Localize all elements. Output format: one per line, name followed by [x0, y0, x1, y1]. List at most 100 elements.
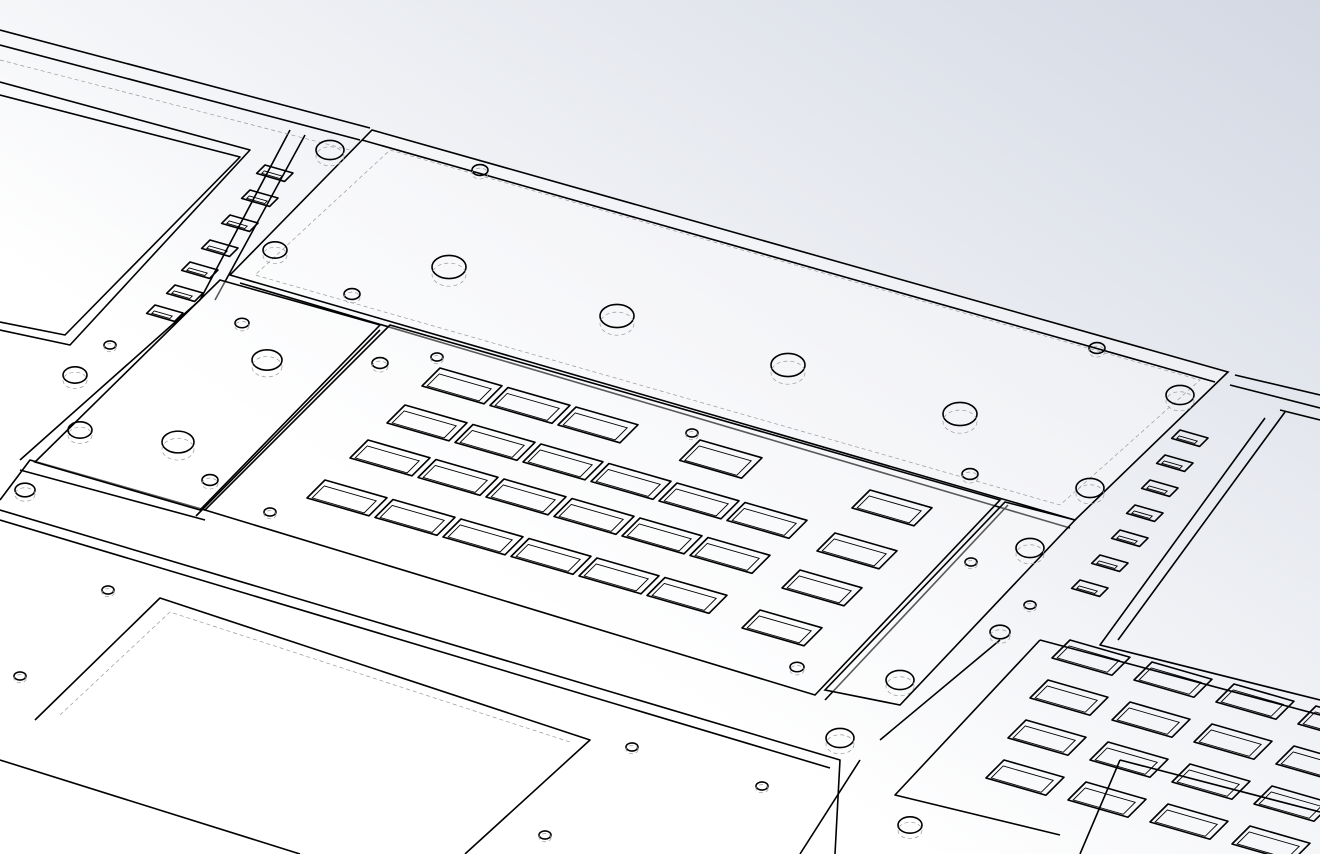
connector-slot-left	[255, 164, 294, 183]
lower-keypad-key-inner-edge	[1094, 747, 1159, 775]
lower-keypad-key-inner-edge	[1176, 769, 1241, 797]
key-cutouts	[145, 164, 1320, 854]
keypad-key	[374, 498, 456, 537]
hole-hidden-edge	[599, 311, 635, 336]
connector-slot-right-inner-edge	[1095, 560, 1119, 570]
connector-slot-right	[1140, 479, 1179, 498]
hole-hidden-edge	[430, 355, 444, 365]
lower-keypad-key-inner-edge	[1138, 667, 1203, 695]
hole-hidden-edge	[755, 784, 769, 794]
hole	[161, 430, 195, 454]
hole	[942, 401, 978, 427]
hole-hidden-edge	[885, 676, 915, 697]
lower-keypad-key	[1231, 825, 1311, 854]
lower-keypad-key-inner-edge	[990, 765, 1055, 793]
hole	[770, 352, 806, 378]
function-key	[851, 489, 933, 527]
hole	[67, 421, 93, 439]
hole-hidden-edge	[343, 291, 361, 304]
lower-keypad-key	[985, 759, 1065, 797]
keypad-key-square	[678, 439, 763, 479]
keypad-key	[442, 518, 524, 556]
lower-keypad-key	[1007, 719, 1087, 757]
hole-hidden-edge	[1075, 484, 1105, 505]
hole-hidden-edge	[989, 629, 1011, 644]
keypad-key	[386, 404, 468, 442]
connector-slot-right	[1170, 429, 1209, 448]
keypad-key	[349, 439, 431, 477]
keypad-key-inner-edge	[562, 412, 629, 441]
hole-hidden-edge	[315, 146, 345, 167]
hole-hidden-edge	[770, 360, 806, 385]
hole	[625, 742, 639, 752]
keypad-key	[646, 576, 728, 615]
hole	[201, 473, 219, 487]
lower-keypad-key-inner-edge	[1056, 645, 1121, 673]
lower-keypad-key-inner-edge	[1258, 791, 1320, 819]
keypad-key	[421, 367, 503, 405]
keypad-key	[522, 443, 604, 481]
keypad-key	[306, 479, 388, 517]
keypad-key	[689, 536, 771, 575]
hole-hidden-edge	[14, 487, 36, 502]
function-key-inner-edge	[786, 575, 853, 604]
lower-keypad-key	[1297, 705, 1320, 732]
hole	[1023, 600, 1037, 610]
hole-hidden-edge	[62, 371, 88, 389]
hole	[343, 287, 361, 301]
lower-keypad-key	[1275, 745, 1320, 778]
connector-slot-left-inner-edge	[225, 220, 249, 230]
function-key	[781, 569, 863, 607]
connector-slot-right	[1110, 529, 1149, 548]
lower-keypad-key-inner-edge	[1236, 831, 1301, 854]
lower-keypad-key-inner-edge	[1012, 725, 1077, 753]
keypad-key-inner-edge	[558, 503, 625, 532]
left-small-plate	[33, 279, 382, 511]
connector-slot-left	[200, 239, 239, 258]
lower-keypad-key	[1051, 639, 1131, 677]
keypad-key	[489, 386, 571, 425]
hole-hidden-edge	[1023, 603, 1037, 613]
hole-hidden-edge	[161, 437, 195, 461]
lower-keypad-key	[1067, 781, 1147, 819]
connector-slot-left	[180, 261, 219, 280]
hole	[103, 340, 117, 350]
right-keypad-frame	[799, 639, 1320, 854]
hole-hidden-edge	[371, 360, 389, 373]
keypad-key-inner-edge	[354, 445, 421, 474]
keypad-key	[417, 458, 499, 497]
hole	[964, 557, 978, 567]
hole	[685, 428, 699, 438]
keypad-key-inner-edge	[527, 449, 594, 478]
keypad-key	[553, 497, 635, 536]
hole-hidden-edge	[101, 588, 115, 598]
lower-keypad-key	[1029, 679, 1109, 717]
hole	[62, 366, 88, 384]
hole	[263, 507, 277, 517]
hole	[1165, 384, 1195, 406]
hole	[989, 624, 1011, 640]
keypad-key-inner-edge	[515, 543, 582, 572]
lower-keypad-key-inner-edge	[1302, 711, 1320, 730]
keypad-key-inner-edge	[311, 485, 378, 514]
hole	[430, 352, 444, 362]
function-key	[816, 532, 898, 570]
lower-keypad-key	[1133, 661, 1213, 699]
function-key-inner-edge	[746, 615, 813, 644]
connector-slot-right	[1155, 454, 1194, 473]
connector-slot-left-inner-edge	[245, 195, 269, 205]
keypad-key-inner-edge	[626, 523, 693, 552]
bottom-plate	[0, 509, 841, 854]
lower-keypad-key-inner-edge	[1280, 751, 1320, 776]
connector-slot-right	[1070, 579, 1109, 598]
lower-keypad-key-inner-edge	[1072, 787, 1137, 815]
hole-hidden-edge	[942, 409, 978, 434]
keypad-key-inner-edge	[595, 468, 662, 497]
hole	[13, 671, 27, 681]
hole-hidden-edge	[1015, 544, 1045, 565]
display-cutout-bottom	[34, 597, 591, 854]
hole-hidden-edge	[685, 431, 699, 441]
keypad-key-inner-edge	[731, 507, 798, 536]
